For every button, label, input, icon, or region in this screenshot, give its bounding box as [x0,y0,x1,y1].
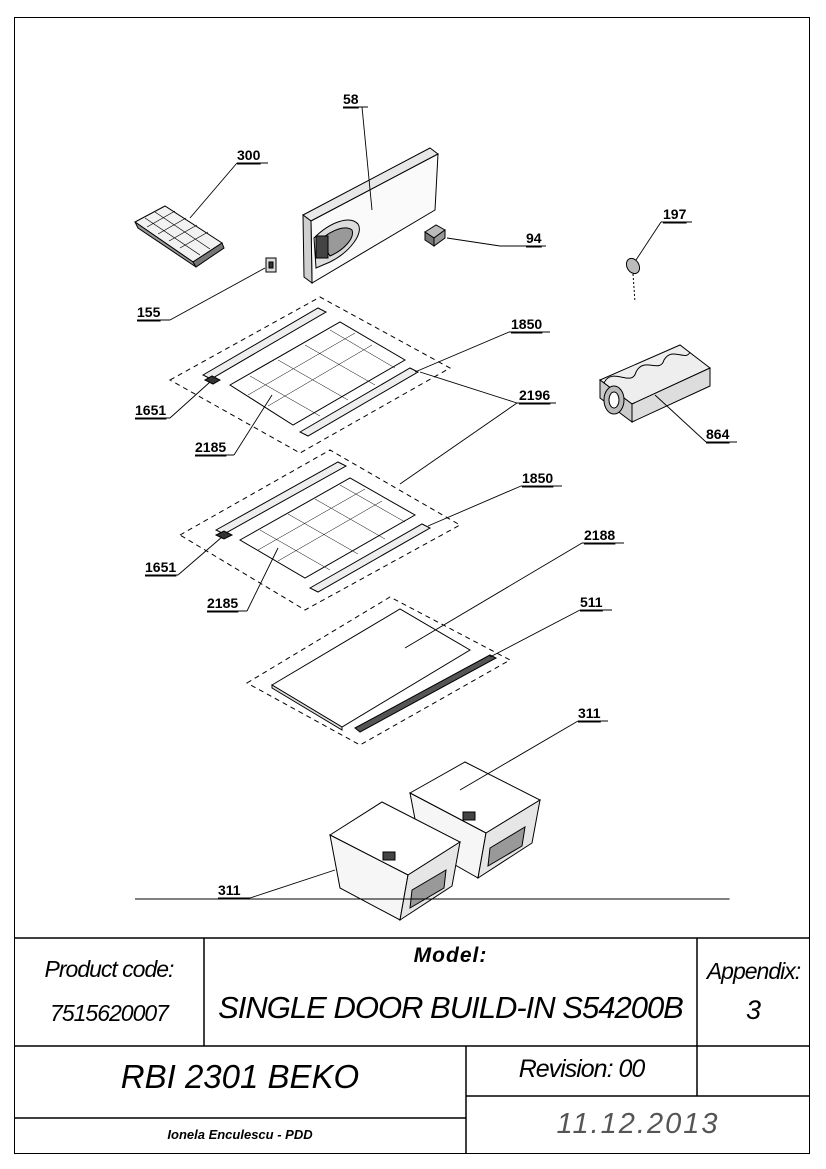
callout-2196: 2196 [519,387,550,403]
appendix-label: Appendix: [706,958,801,984]
callout-197: 197 [663,206,687,222]
shelf-assembly-upper-outline [168,296,452,454]
revision: Revision: 00 [518,1055,646,1083]
appendix-value: 3 [745,995,762,1025]
callout-1850-upper: 1850 [511,316,542,332]
model-value: SINGLE DOOR BUILD-IN S54200B [218,990,684,1025]
callout-311-left: 311 [218,882,241,898]
product-code-label: Product code: [44,956,175,982]
ice-tray-drawing [134,205,225,268]
callout-2185-upper: 2185 [195,439,226,455]
title-block-grid [14,937,810,1154]
leader-lines [135,106,737,899]
glass-cover-outline [245,596,512,746]
callout-1651-middle: 1651 [145,559,176,575]
thermostat-knob-drawing [625,257,641,303]
cover-profile-drawing [354,654,498,733]
upper-shelf-drawing [201,307,420,437]
callout-2185-middle: 2185 [207,595,238,611]
freezer-door-drawing [302,147,439,285]
callout-58: 58 [343,91,359,107]
ice-container-drawing [599,344,711,423]
callout-1850-middle: 1850 [522,470,553,486]
callout-1651-upper: 1651 [135,402,166,418]
callout-864: 864 [706,426,730,442]
middle-shelf-drawing [214,461,432,593]
callout-155: 155 [137,304,161,320]
author: Ionela Enculescu - PDD [167,1127,313,1142]
callout-labels: 58 300 94 197 155 1850 2196 1651 2185 86… [135,91,730,900]
drawing-date: 11.12.2013 [556,1108,720,1140]
clip-drawing [265,257,277,273]
callout-300: 300 [237,147,261,163]
callout-311-right: 311 [578,705,601,721]
sheet-frame [14,17,810,1154]
product-code-value: 7515620007 [50,1000,169,1026]
hinge-drawing [424,224,446,247]
callout-2188: 2188 [584,527,615,543]
callout-511: 511 [580,594,603,610]
product-name: RBI 2301 BEKO [120,1058,360,1095]
callout-94: 94 [526,230,542,246]
model-label: Model: [413,944,488,967]
